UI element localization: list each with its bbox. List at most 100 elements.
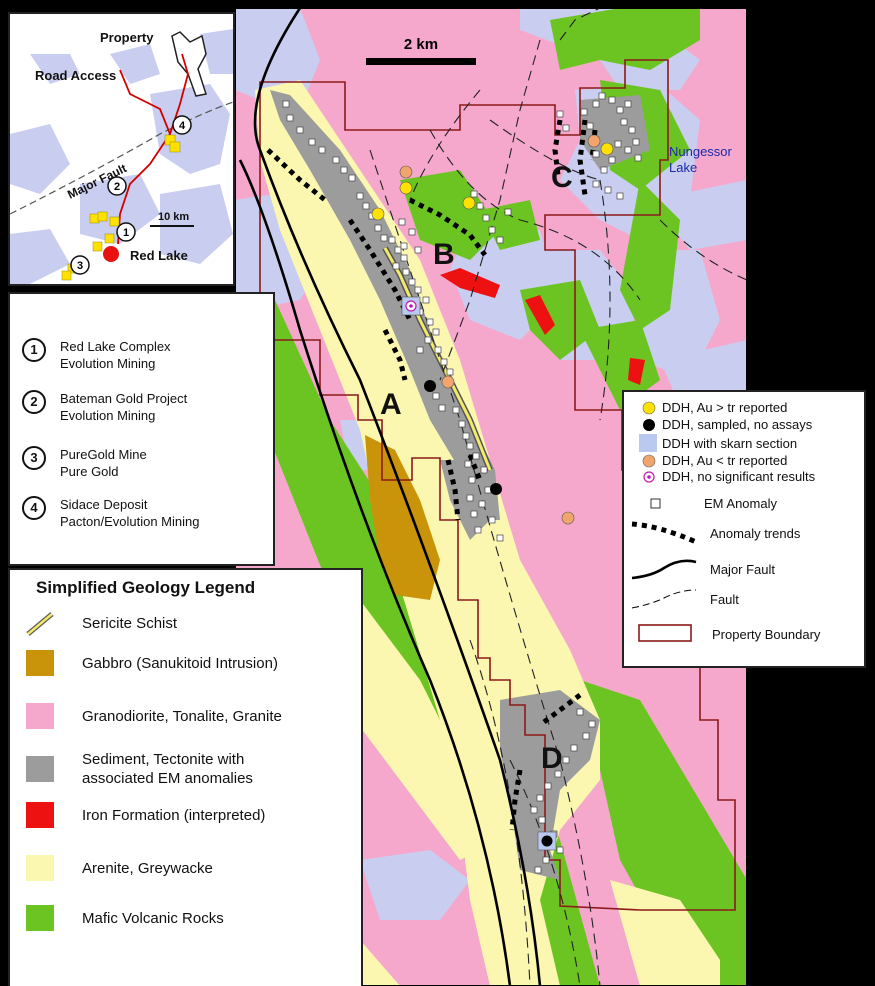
gabbro-swatch	[26, 650, 54, 676]
legend-ddh-sampled: DDH, sampled, no assays	[642, 417, 812, 432]
em-anomaly-marker	[348, 174, 356, 182]
em-anomaly-marker	[542, 856, 550, 864]
mine-entry-4: 4 Sidace Deposit Pacton/Evolution Mining	[22, 496, 199, 530]
em-anomaly-marker	[414, 286, 422, 294]
legend-property-boundary: Property Boundary	[638, 624, 820, 644]
ddh-au-lt-tr[interactable]	[587, 134, 601, 148]
em-anomaly-marker	[580, 108, 588, 116]
em-anomaly-marker	[614, 140, 622, 148]
em-anomaly-marker	[466, 442, 474, 450]
mine-text-2: Bateman Gold Project Evolution Mining	[60, 390, 187, 424]
inset-marker-1: 1	[123, 227, 129, 239]
em-anomaly-marker	[496, 236, 504, 244]
legend-label-ddh-au-lt-tr: DDH, Au < tr reported	[662, 453, 788, 468]
ddh-sampled[interactable]	[424, 380, 436, 392]
inset-label-property: Property	[100, 30, 154, 45]
em-anomaly-marker	[468, 476, 476, 484]
em-anomaly-marker	[466, 494, 474, 502]
em-anomaly-marker	[470, 510, 478, 518]
inset-road-branch	[117, 133, 171, 245]
map-scale-label: 2 km	[404, 36, 438, 53]
inset-property-outline	[171, 31, 207, 97]
legend-sericite-schist: Sericite Schist	[26, 610, 177, 636]
legend-label-ddh-skarn: DDH with skarn section	[662, 435, 798, 451]
em-anomaly-marker	[530, 806, 538, 814]
legend-label-sericite-schist: Sericite Schist	[82, 614, 178, 632]
inset-number-markers: 1 2 3 4	[70, 115, 192, 275]
ddh-au-lt-tr[interactable]	[441, 375, 455, 389]
major-faults	[238, 7, 542, 986]
mine-owner-1: Evolution Mining	[60, 356, 156, 371]
inset-marker-4: 4	[179, 120, 186, 132]
mine-name-1: Red Lake Complex	[60, 339, 171, 354]
em-anomaly-marker	[536, 794, 544, 802]
em-anomaly-marker	[488, 226, 496, 234]
em-anomaly-marker	[356, 192, 364, 200]
ddh-sampled[interactable]	[490, 483, 502, 495]
em-anomaly-marker	[496, 534, 504, 542]
em-anomaly-marker	[482, 214, 490, 222]
ddh-au-gt-tr[interactable]	[399, 181, 413, 195]
mafic-volcanic-swatch	[26, 905, 54, 931]
em-anomaly-marker	[554, 770, 562, 778]
lake-label-line1: Nungessor	[669, 144, 733, 159]
ddh-au-gt-tr[interactable]	[371, 207, 385, 221]
ddh-sampled[interactable]	[541, 835, 553, 847]
legend-label-fault: Fault	[710, 591, 739, 607]
em-anomaly-marker	[416, 346, 424, 354]
legend-label-granodiorite: Granodiorite, Tonalite, Granite	[82, 707, 282, 725]
em-anomaly-marker	[282, 100, 290, 108]
ddh-au-gt-tr[interactable]	[462, 196, 476, 210]
legend-label-iron-formation: Iron Formation (interpreted)	[82, 806, 266, 824]
em-anomaly-marker	[374, 224, 382, 232]
em-anomaly-marker	[440, 358, 448, 366]
em-anomaly-marker	[604, 186, 612, 194]
em-anomaly-marker	[544, 782, 552, 790]
legend-ddh-au-lt-tr: DDH, Au < tr reported	[642, 453, 787, 468]
em-anomaly-marker	[452, 406, 460, 414]
legend-label-anomaly-trends: Anomaly trends	[710, 525, 801, 541]
mine-text-4: Sidace Deposit Pacton/Evolution Mining	[60, 496, 199, 530]
sericite-schist-fill	[383, 247, 492, 471]
ddh-no-significant-dot	[409, 304, 413, 308]
legend-label-ddh-no-significant: DDH, no significant results	[662, 469, 816, 484]
em-anomaly-marker	[620, 118, 628, 126]
location-inset: 1 2 3 4 Property Road Access Major Fault…	[8, 12, 235, 286]
inset-major-fault	[10, 101, 233, 215]
inset-marker-3: 3	[77, 260, 83, 272]
em-anomaly-marker	[446, 368, 454, 376]
em-anomaly-marker	[632, 138, 640, 146]
mine-text-1: Red Lake Complex Evolution Mining	[60, 338, 171, 372]
em-anomaly-marker	[400, 242, 408, 250]
ddh-skarn-symbol	[639, 434, 657, 452]
ddh-au-lt-tr[interactable]	[561, 511, 575, 525]
ddh-au-lt-tr[interactable]	[399, 165, 413, 179]
em-anomaly-marker	[504, 208, 512, 216]
legend-ddh-no-significant: DDH, no significant results	[642, 469, 815, 484]
em-anomaly-marker	[480, 466, 488, 474]
legend-major-fault: Major Fault	[630, 556, 775, 582]
legend-label-arenite: Arenite, Greywacke	[82, 859, 213, 877]
em-anomaly-marker	[634, 154, 642, 162]
anomaly-trend-symbol	[631, 521, 698, 545]
em-anomaly-marker	[308, 138, 316, 146]
inset-scale-bar	[150, 225, 194, 227]
mine-number-4: 4	[22, 496, 46, 520]
legend-label-ddh-au-gt-tr: DDH, Au > tr reported	[662, 400, 788, 415]
legend-granodiorite: Granodiorite, Tonalite, Granite	[26, 703, 282, 729]
mine-name-2: Bateman Gold Project	[60, 391, 188, 406]
em-anomaly-marker	[624, 100, 632, 108]
em-anomaly-marker	[340, 166, 348, 174]
ddh-au-gt-tr[interactable]	[600, 142, 614, 156]
em-anomaly-marker	[588, 720, 596, 728]
mine-entry-3: 3 PureGold Mine Pure Gold	[22, 446, 147, 480]
legend-gabbro: Gabbro (Sanukitoid Intrusion)	[26, 650, 278, 676]
em-anomaly-marker	[562, 124, 570, 132]
inset-marker-2: 2	[114, 181, 120, 193]
mine-number-1: 1	[22, 338, 46, 362]
em-anomaly-marker	[296, 126, 304, 134]
em-anomaly-marker	[488, 516, 496, 524]
em-anomaly-marker	[472, 452, 480, 460]
em-anomaly-marker	[616, 192, 624, 200]
em-anomaly-marker	[432, 392, 440, 400]
